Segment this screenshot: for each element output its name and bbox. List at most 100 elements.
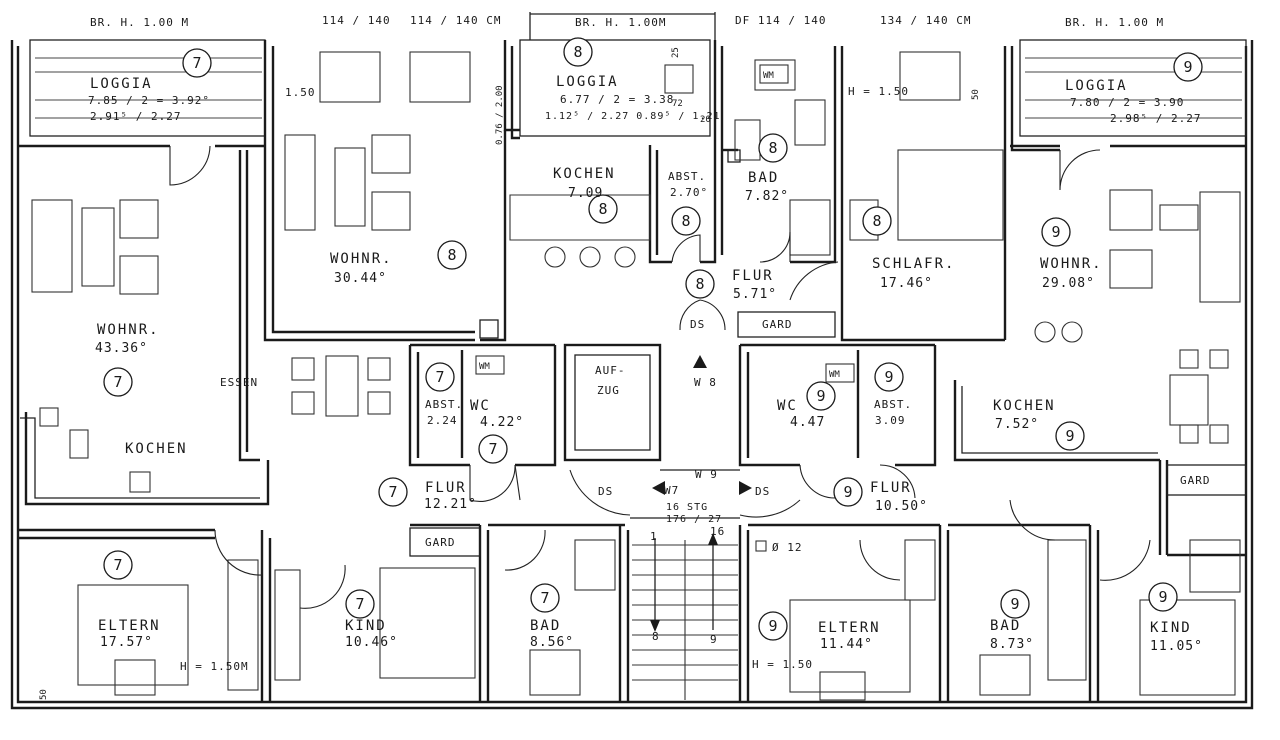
apartment-number: 9	[1065, 427, 1074, 445]
apartment-number: 8	[872, 212, 881, 230]
stairs-size: 176 / 27	[666, 514, 722, 525]
loggia-7-area: 7.85 / 2 = 3.92°	[88, 94, 210, 107]
stair-label-bottom-left: 8	[652, 630, 660, 643]
wohnr-9-name: WOHNR.	[1040, 256, 1103, 272]
loggia-9-dims: 2.98⁵ / 2.27	[1110, 112, 1201, 125]
abst-9-name: ABST.	[874, 398, 912, 411]
stair-label-top-left: 1	[650, 530, 658, 543]
wm-label-9: WM	[829, 370, 840, 380]
wohnr-8-name: WOHNR.	[330, 251, 393, 267]
apartment-number: 9	[816, 387, 825, 405]
bad-8-area: 7.82°	[745, 189, 789, 204]
apartment-number: 9	[1183, 58, 1192, 76]
apartment-number: 8	[681, 212, 690, 230]
apartment-number: 9	[768, 617, 777, 635]
apartment-number: 7	[435, 368, 444, 386]
dim-loggia-right: BR. H. 1.00 M	[1065, 16, 1164, 29]
wohnr-7-name: WOHNR.	[97, 322, 160, 338]
furniture	[31, 51, 1241, 701]
flur-8-area: 5.71°	[733, 287, 777, 302]
abst-7-name: ABST.	[425, 398, 463, 411]
apartment-number: 8	[598, 200, 607, 218]
ds-label-right: DS	[755, 485, 770, 498]
arrow-w9-icon	[739, 481, 752, 495]
apartment-number: 9	[1051, 223, 1060, 241]
kind-7-name: KIND	[345, 618, 387, 634]
aufzug-line-2: ZUG	[597, 384, 620, 397]
dim-loggia-mid: BR. H. 1.00M	[575, 16, 666, 29]
loggia-7-dims: 2.91⁵ / 2.27	[90, 110, 181, 123]
side-dimension: 0.76 / 2.00	[495, 85, 505, 145]
room-labels: LOGGIA 7.85 / 2 = 3.92° 2.91⁵ / 2.27 LOG…	[88, 74, 1211, 654]
wc-7-name: WC	[470, 398, 491, 414]
loggia-railing	[35, 57, 1242, 119]
kind-9-area: 11.05°	[1150, 639, 1203, 654]
dim-window-4: 134 / 140 CM	[880, 14, 971, 27]
eltern-7-area: 17.57°	[100, 635, 153, 650]
apartment-markers: 7 8 9 8 8 8 8 8 8 9 7 7 7 7 9 9 9 9 7 7 …	[103, 37, 1203, 641]
wc-9-name: WC	[777, 398, 798, 414]
kind-9-name: KIND	[1150, 620, 1192, 636]
gard-7-name: GARD	[425, 536, 456, 549]
wc-9-area: 4.47	[790, 415, 825, 430]
w8-label: W 8	[694, 376, 717, 389]
bad-7-area: 8.56°	[530, 635, 574, 650]
height-label-living-8: 1.50	[285, 86, 316, 99]
w9-label: W 9	[695, 468, 718, 481]
apartment-number: 9	[1158, 588, 1167, 606]
flur-7-area: 12.21°	[424, 497, 477, 512]
abst-8-area: 2.70°	[670, 186, 708, 199]
schlafr-8-name: SCHLAFR.	[872, 256, 955, 272]
loggia-8-name: LOGGIA	[556, 74, 619, 90]
apartment-number: 7	[388, 483, 397, 501]
apartment-number: 7	[113, 556, 122, 574]
loggia-9-name: LOGGIA	[1065, 78, 1128, 94]
dim-window-3: DF 114 / 140	[735, 14, 826, 27]
stairs-count: 16 STG	[666, 502, 708, 513]
kochen-8-name: KOCHEN	[553, 166, 616, 182]
apartment-number: 9	[884, 368, 893, 386]
gard-9-name: GARD	[1180, 474, 1211, 487]
pipe-label: Ø 12	[772, 541, 803, 554]
flur-8-name: FLUR	[732, 268, 774, 284]
loggia-8-area: 6.77 / 2 = 3.38	[560, 93, 674, 106]
wohnr-9-area: 29.08°	[1042, 276, 1095, 291]
apartment-number: 7	[540, 589, 549, 607]
wohnr-7-area: 43.36°	[95, 341, 148, 356]
abst-7-area: 2.24	[427, 414, 458, 427]
v50-label: 50	[39, 689, 49, 700]
gard-8-name: GARD	[762, 318, 793, 331]
stair-label-top-right: 16	[710, 525, 725, 538]
dim-20: 20	[700, 115, 711, 125]
apartment-number: 9	[843, 483, 852, 501]
kochen-7-name: KOCHEN	[125, 441, 188, 457]
loggia-8-dims: 1.12⁵ / 2.27 0.89⁵ / 1.21	[545, 111, 721, 122]
eltern-9-area: 11.44°	[820, 637, 873, 652]
wohnr-8-area: 30.44°	[334, 271, 387, 286]
wm-label-7: WM	[479, 362, 490, 372]
dim-72: 72	[672, 99, 683, 109]
essen-7-name: ESSEN	[220, 376, 258, 389]
height-label-9: H = 1.50	[752, 658, 813, 671]
bad-9-name: BAD	[990, 618, 1021, 634]
doors	[169, 145, 1151, 609]
v50-label-8: 50	[971, 89, 981, 100]
kochen-9-area: 7.52°	[995, 417, 1039, 432]
bad-9-area: 8.73°	[990, 637, 1034, 652]
loggia-7-name: LOGGIA	[90, 76, 153, 92]
apartment-number: 8	[768, 139, 777, 157]
aufzug-line-1: AUF-	[595, 364, 626, 377]
apartment-number: 9	[1010, 595, 1019, 613]
ds-label-left: DS	[598, 485, 613, 498]
w7-label: W7	[664, 484, 679, 497]
dim-25: 25	[671, 47, 681, 58]
kochen-9-name: KOCHEN	[993, 398, 1056, 414]
kind-7-area: 10.46°	[345, 635, 398, 650]
arrow-w8-icon	[693, 355, 707, 368]
apartment-number: 7	[488, 440, 497, 458]
wm-label-8: WM	[763, 71, 774, 81]
apartment-number: 7	[192, 54, 201, 72]
wc-7-area: 4.22°	[480, 415, 524, 430]
dim-loggia-left: BR. H. 1.00 M	[90, 16, 189, 29]
